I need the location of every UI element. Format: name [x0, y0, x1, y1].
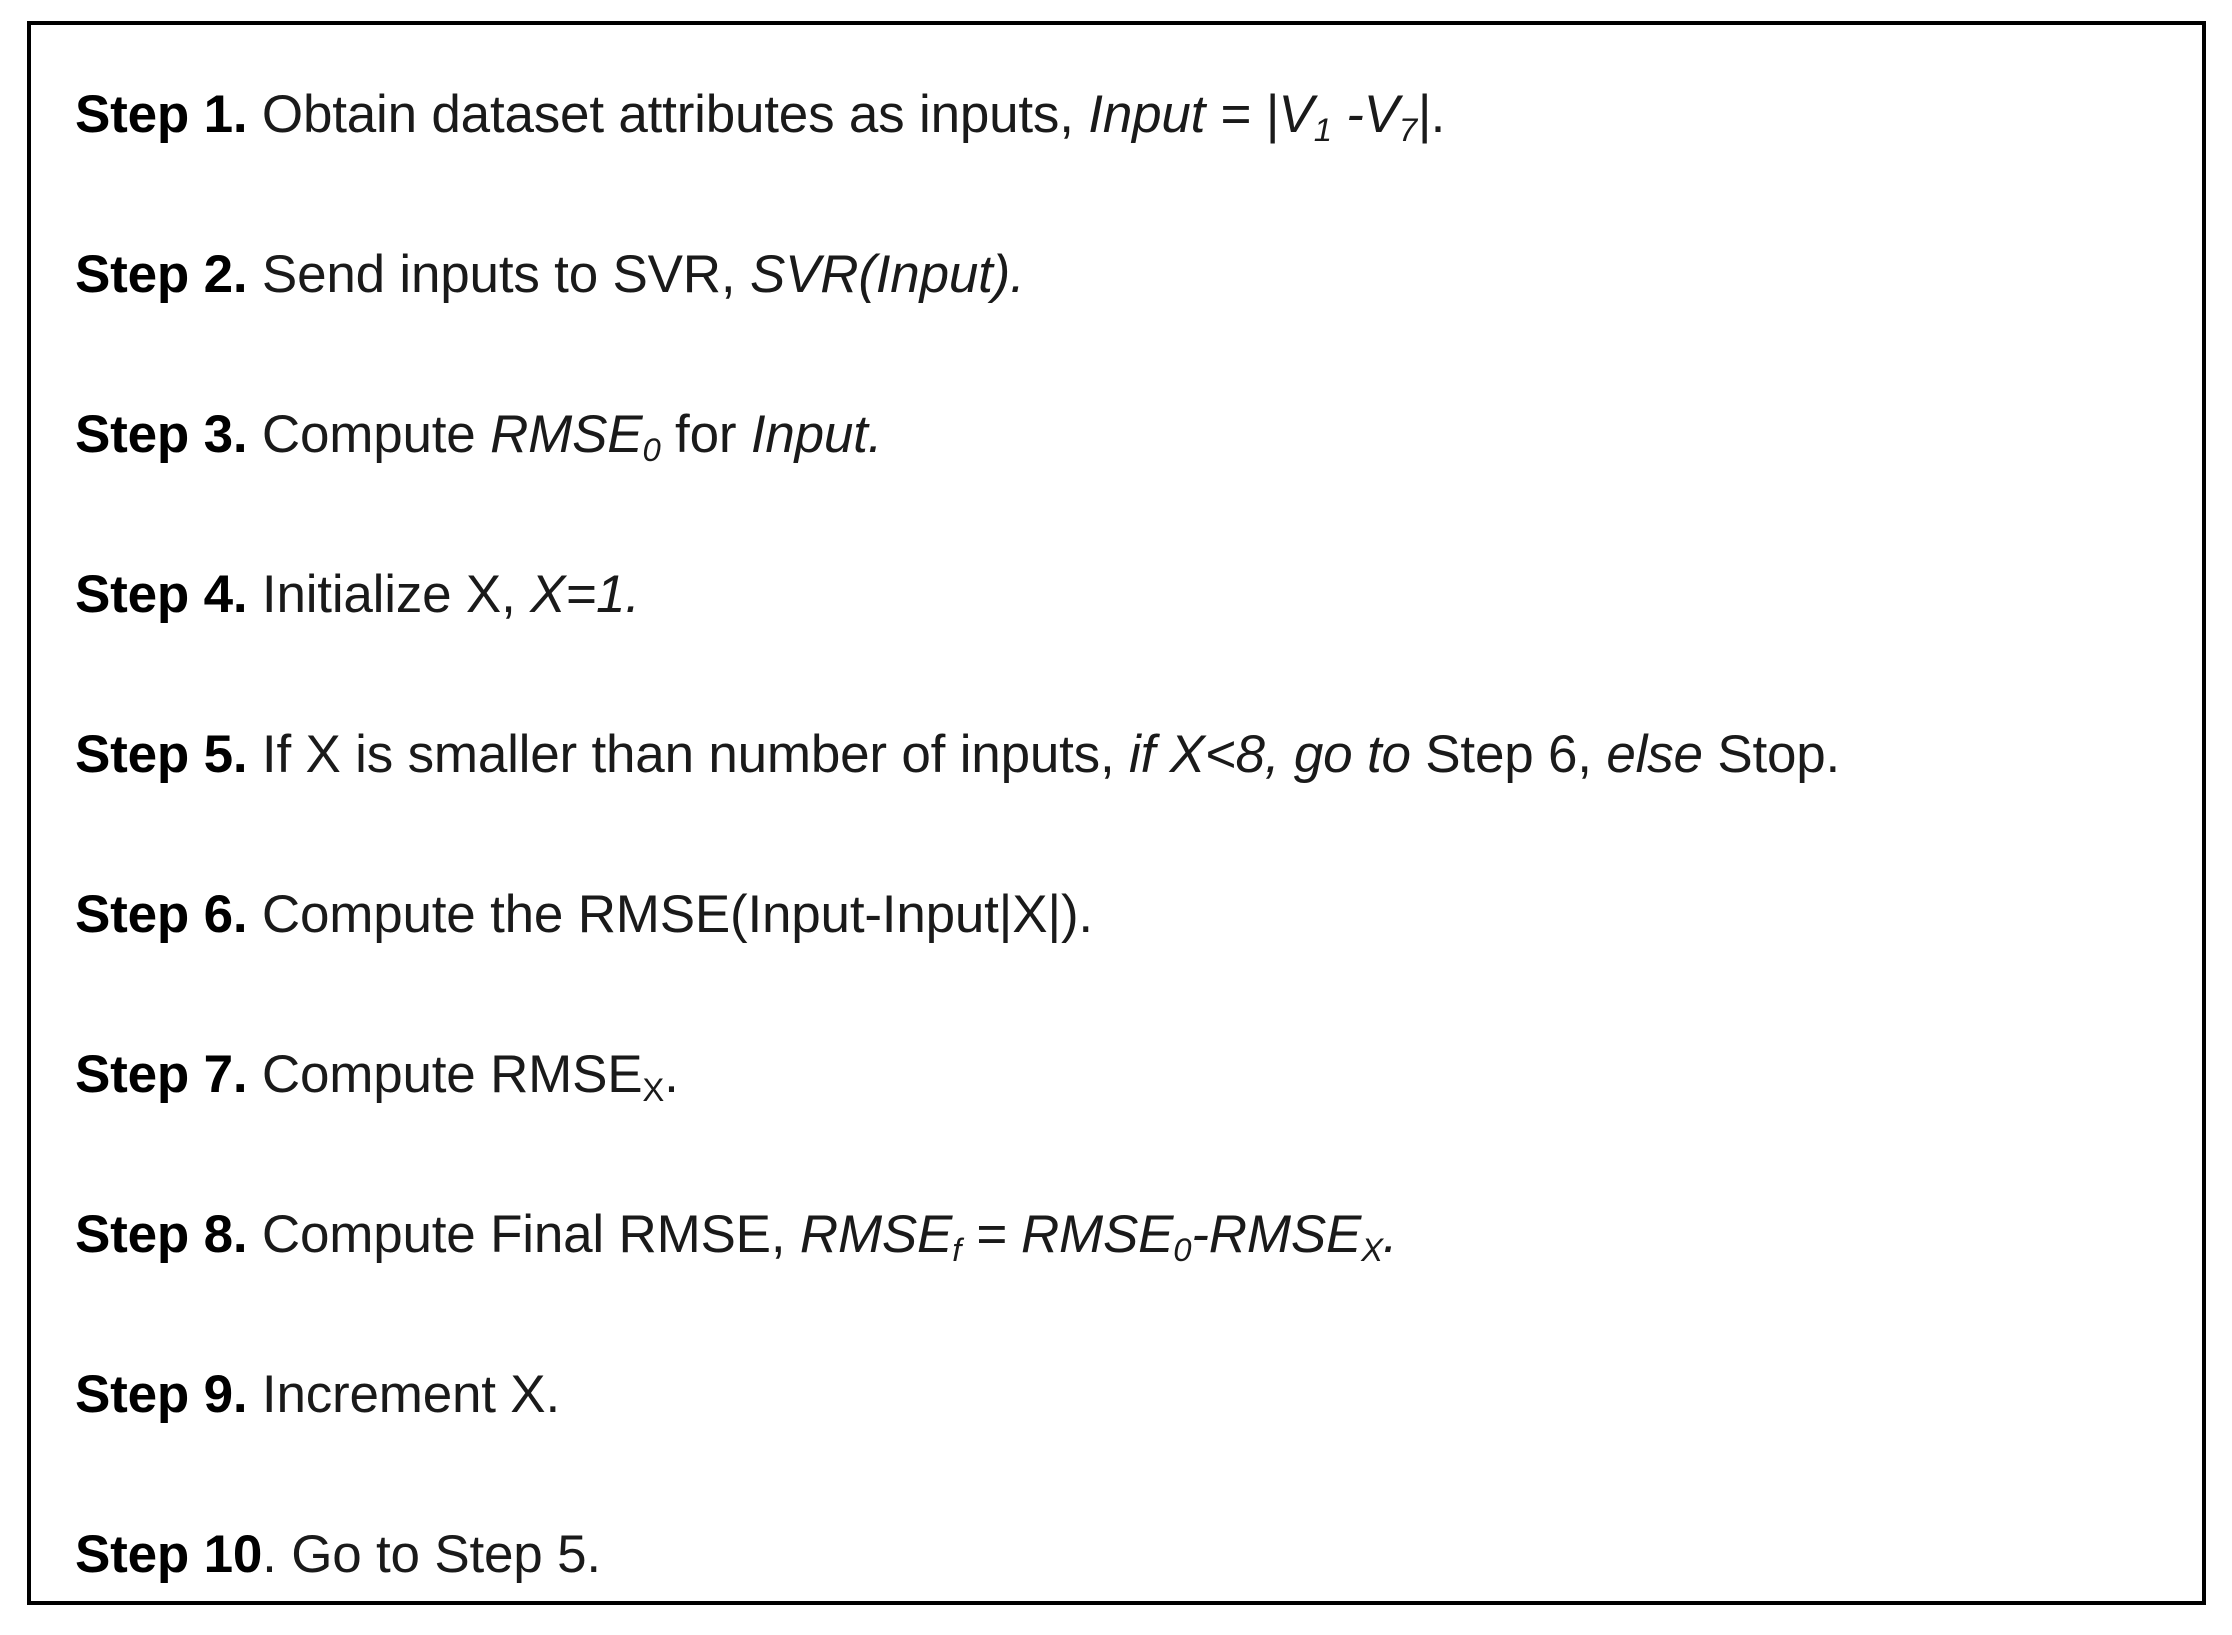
step-sub-1b: 1: [1313, 110, 1332, 148]
step-line-9: Step 9. Increment X.: [75, 1315, 2184, 1475]
step-text-5e: Stop.: [1702, 725, 1841, 784]
step-label-2: Step 2.: [75, 245, 248, 304]
step-sub-8b: f: [952, 1230, 962, 1268]
step-text-5b: if X<8, go to: [1129, 725, 1411, 784]
step-line-2: Step 2. Send inputs to SVR, SVR(Input).: [75, 195, 2184, 355]
step-line-3: Step 3. Compute RMSE0 for Input.: [75, 355, 2184, 515]
step-text-2b: SVR(Input).: [749, 245, 1025, 304]
step-line-1: Step 1. Obtain dataset attributes as inp…: [75, 35, 2184, 195]
steps-list: Step 1. Obtain dataset attributes as inp…: [75, 35, 2184, 1635]
step-sub-8d: X: [1361, 1230, 1383, 1268]
step-text-8d: -RMSE: [1191, 1205, 1362, 1264]
step-text-5a: If X is smaller than number of inputs,: [247, 725, 1130, 784]
step-text-8a: Compute Final RMSE,: [247, 1205, 800, 1264]
step-text-7a: Compute RMSE: [247, 1045, 643, 1104]
step-text-3c: for: [660, 405, 751, 464]
step-text-3b: RMSE: [490, 405, 643, 464]
step-text-1c: -V: [1331, 85, 1399, 144]
step-text-4b: X=1.: [530, 565, 640, 624]
algorithm-steps-box: Step 1. Obtain dataset attributes as inp…: [27, 21, 2206, 1605]
step-text-10a: . Go to Step 5.: [262, 1525, 601, 1584]
step-text-7b: .: [664, 1045, 679, 1104]
step-text-8e: .: [1382, 1205, 1398, 1264]
step-text-2a: Send inputs to SVR,: [247, 245, 750, 304]
step-label-8: Step 8.: [75, 1205, 248, 1264]
step-text-1a: Obtain dataset attributes as inputs,: [247, 85, 1089, 144]
step-label-1: Step 1.: [75, 85, 248, 144]
step-sub-1c: 7: [1398, 110, 1417, 148]
step-text-1b: Input = |V: [1088, 85, 1314, 144]
step-text-4a: Initialize X,: [247, 565, 531, 624]
step-label-6: Step 6.: [75, 885, 248, 944]
step-sub-8c: 0: [1173, 1230, 1192, 1268]
step-text-8b: RMSE: [799, 1205, 953, 1264]
step-text-9a: Increment X.: [247, 1365, 560, 1424]
step-text-5c: Step 6,: [1410, 725, 1607, 784]
step-text-8c: = RMSE: [961, 1205, 1174, 1264]
step-text-1e: .: [1430, 85, 1446, 144]
step-line-5: Step 5. If X is smaller than number of i…: [75, 675, 2184, 835]
step-line-6: Step 6. Compute the RMSE(Input-Input|X|)…: [75, 835, 2184, 995]
step-label-4: Step 4.: [75, 565, 248, 624]
step-sub-7a: X: [642, 1070, 665, 1108]
step-label-10: Step 10: [75, 1525, 263, 1584]
step-line-10: Step 10. Go to Step 5.: [75, 1475, 2184, 1635]
step-label-3: Step 3.: [75, 405, 248, 464]
step-line-8: Step 8. Compute Final RMSE, RMSEf = RMSE…: [75, 1155, 2184, 1315]
step-text-1d: |: [1417, 85, 1431, 144]
step-label-9: Step 9.: [75, 1365, 248, 1424]
step-text-5d: else: [1606, 725, 1703, 784]
step-label-7: Step 7.: [75, 1045, 248, 1104]
step-text-3a: Compute: [247, 405, 491, 464]
step-text-6a: Compute the RMSE(Input-Input|X|).: [247, 885, 1093, 944]
step-line-7: Step 7. Compute RMSEX.: [75, 995, 2184, 1155]
step-line-4: Step 4. Initialize X, X=1.: [75, 515, 2184, 675]
step-label-5: Step 5.: [75, 725, 248, 784]
step-sub-3b: 0: [642, 430, 661, 468]
step-text-3d: Input.: [750, 405, 883, 464]
